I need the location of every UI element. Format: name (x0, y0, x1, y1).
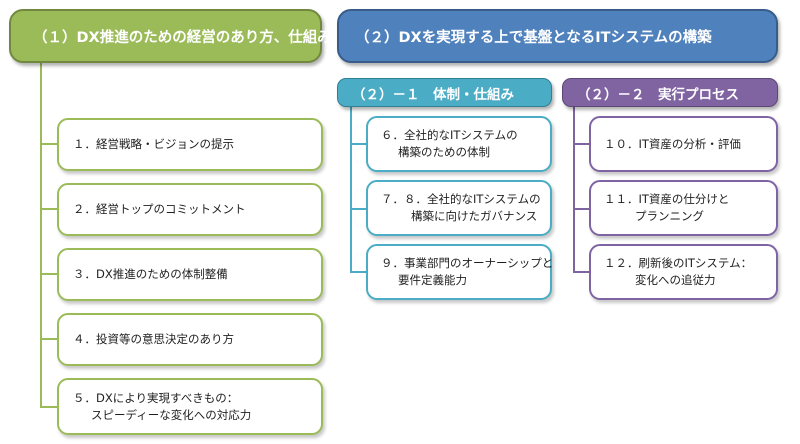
teal-branch-2 (350, 208, 366, 210)
item-10: １０．IT資産の分析・評価 (589, 116, 778, 172)
purple-branch-3 (573, 271, 589, 273)
item-2: ２．経営トップのコミットメント (57, 183, 323, 236)
left-tree-trunk (40, 60, 42, 407)
item-12-text-line1: １２．刷新後のITシステム： (604, 256, 753, 270)
item-5: ５．DXにより実現すべきもの： スピーディーな変化への対応力 (57, 378, 323, 435)
item-5-text-line1: ５．DXにより実現すべきもの： (73, 390, 239, 405)
item-1-text: １．経営戦略・ビジョンの提示 (73, 137, 234, 151)
left-branch-4 (40, 338, 57, 340)
header-it-system-foundation: （２）DXを実現する上で基盤となるITシステムの構築 (337, 9, 778, 63)
item-12-text-line2: 変化への追従力 (635, 273, 716, 287)
teal-tree-trunk (350, 106, 352, 273)
purple-branch-2 (573, 208, 589, 210)
item-12: １２．刷新後のITシステム： 変化への追従力 (589, 244, 778, 300)
item-6-text-line1: ６．全社的なITシステムの (381, 128, 518, 142)
subheader-structure-label: （２）－１ 体制・仕組み (352, 86, 514, 103)
purple-tree-trunk (573, 106, 575, 273)
item-7-8-text-line2: 構築に向けたガバナンス (411, 209, 538, 223)
item-6-text-line2: 構築のための体制 (398, 145, 490, 159)
header-business-management: （１）DX推進のための経営のあり方、仕組み (9, 9, 332, 63)
item-2-text: ２．経営トップのコミットメント (73, 202, 246, 216)
item-5-text-line2: スピーディーな変化への対応力 (91, 407, 252, 422)
item-9-text-line1: ９．事業部門のオーナーシップと (381, 256, 554, 270)
subheader-structure: （２）－１ 体制・仕組み (337, 78, 552, 107)
item-4-text: ４．投資等の意思決定のあり方 (73, 332, 234, 346)
teal-branch-3 (350, 271, 366, 273)
left-branch-2 (40, 208, 57, 210)
item-10-text: １０．IT資産の分析・評価 (604, 136, 741, 151)
item-7-8: ７．８．全社的なITシステムの 構築に向けたガバナンス (366, 180, 552, 236)
item-3: ３．DX推進のための体制整備 (57, 248, 323, 301)
item-9: ９．事業部門のオーナーシップと 要件定義能力 (366, 244, 554, 300)
item-4: ４．投資等の意思決定のあり方 (57, 313, 323, 366)
item-9-text-line2: 要件定義能力 (398, 273, 467, 287)
item-11-text-line1: １１．IT資産の仕分けと (604, 192, 730, 206)
header-it-system-foundation-label: （２）DXを実現する上で基盤となるITシステムの構築 (355, 29, 712, 46)
item-1: １．経営戦略・ビジョンの提示 (57, 118, 323, 171)
left-branch-1 (40, 143, 57, 145)
item-7-8-text-line1: ７．８．全社的なITシステムの (381, 192, 541, 206)
teal-branch-1 (350, 143, 366, 145)
item-11: １１．IT資産の仕分けと プランニング (589, 180, 778, 236)
left-branch-3 (40, 273, 57, 275)
purple-branch-1 (573, 143, 589, 145)
item-6: ６．全社的なITシステムの 構築のための体制 (366, 116, 552, 172)
subheader-execution-process-label: （２）－２ 実行プロセス (577, 86, 739, 103)
left-branch-5 (40, 406, 57, 408)
header-business-management-label: （１）DX推進のための経営のあり方、仕組み (33, 29, 332, 46)
subheader-execution-process: （２）－２ 実行プロセス (562, 78, 778, 107)
item-11-text-line2: プランニング (635, 209, 704, 223)
item-3-text: ３．DX推進のための体制整備 (73, 267, 228, 281)
